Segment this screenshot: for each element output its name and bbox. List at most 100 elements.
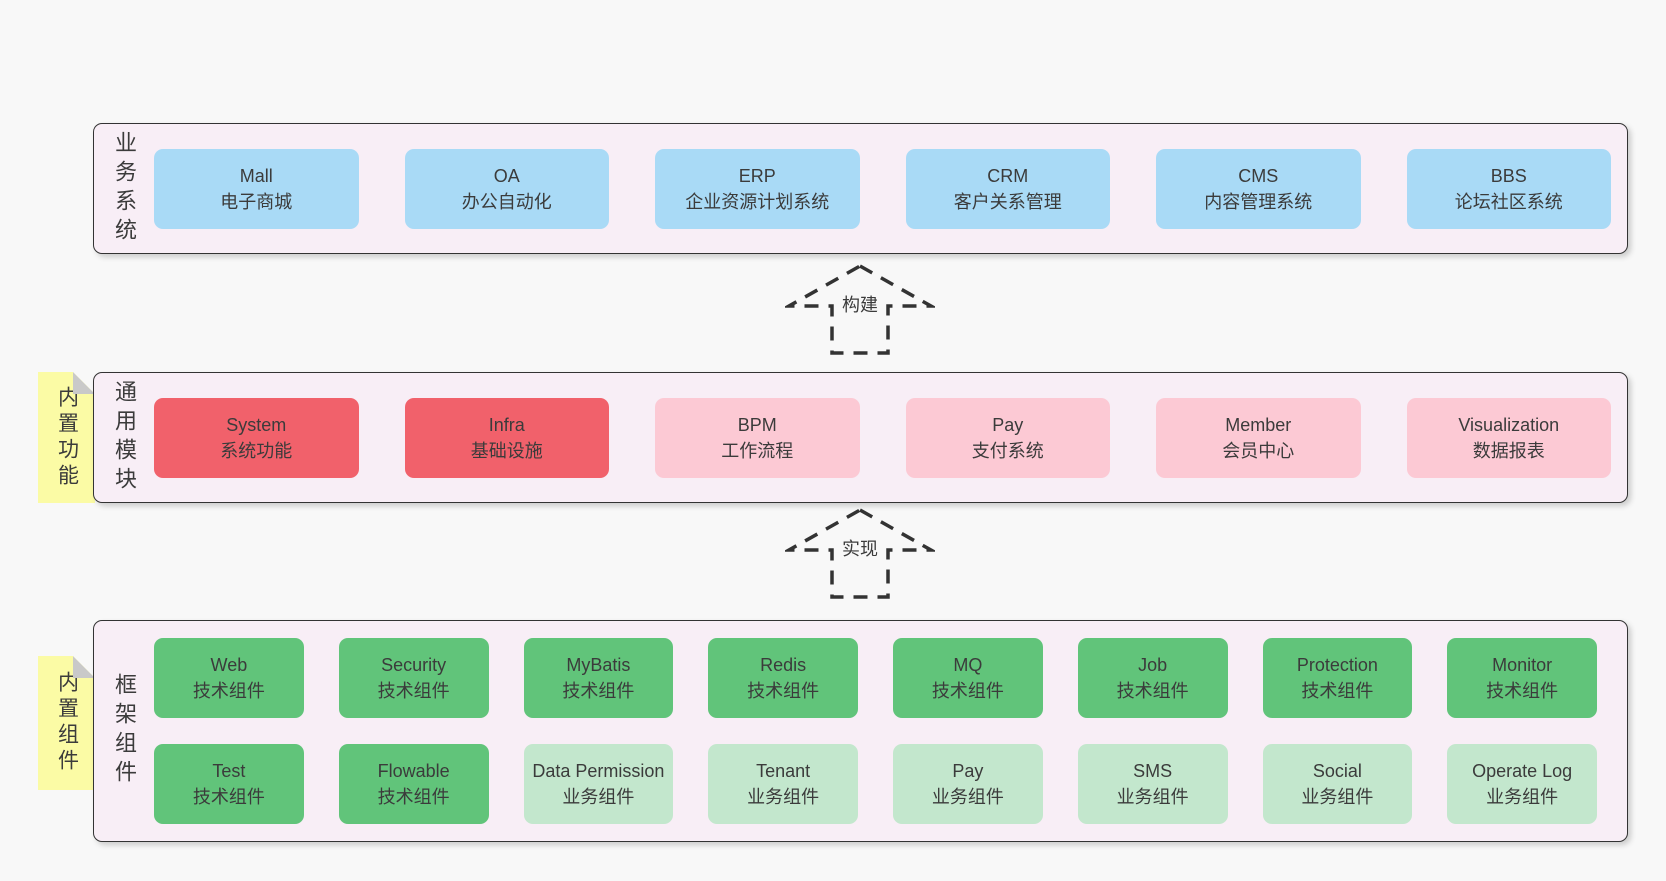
box-title: OA [493,165,520,186]
box-title: Flowable [377,761,450,781]
sticky-tab-label: 内置组件 [55,671,79,775]
box-desc: 业务组件 [1486,787,1559,807]
box-title: MQ [953,655,983,675]
box-protection: Protection 技术组件 [1262,638,1413,718]
box-infra: Infra 基础设施 [404,397,609,478]
box-desc: 技术组件 [377,681,450,701]
box-test: Test 技术组件 [154,744,304,824]
box-title: Operate Log [1472,761,1573,781]
box-pay: Pay 业务组件 [893,744,1043,824]
box-desc: 基础设施 [470,440,543,461]
box-monitor: Monitor 技术组件 [1447,638,1597,718]
box-desc: 技术组件 [562,681,635,701]
box-title: Member [1225,414,1292,435]
layer-side-label: 框架组件 [112,673,137,789]
box-desc: 论坛社区系统 [1454,191,1563,212]
box-desc: 内容管理系统 [1204,191,1313,212]
box-desc: 技术组件 [931,681,1004,701]
box-bbs: BBS 论坛社区系统 [1406,148,1611,229]
box-oa: OA 办公自动化 [404,148,609,229]
box-web: Web 技术组件 [154,638,304,718]
box-title: CRM [987,165,1029,186]
box-title: Protection [1296,655,1378,675]
box-visualization: Visualization 数据报表 [1406,397,1611,478]
box-desc: 技术组件 [1116,681,1189,701]
box-title: Visualization [1458,414,1560,435]
layer-side-label: 通用模块 [112,379,137,496]
folded-corner-icon [73,372,95,394]
box-sms: SMS 业务组件 [1077,744,1228,824]
box-desc: 客户关系管理 [953,191,1062,212]
box-desc: 办公自动化 [461,191,552,212]
box-desc: 业务组件 [747,787,820,807]
box-desc: 技术组件 [1486,681,1559,701]
box-member: Member 会员中心 [1156,397,1361,478]
box-operate-log: Operate Log 业务组件 [1447,744,1597,824]
box-crm: CRM 客户关系管理 [905,148,1110,229]
sticky-tab-built-in-components: 内置组件 [38,656,95,790]
box-title: Redis [760,655,807,675]
box-mall: Mall 电子商城 [154,148,359,229]
box-desc: 技术组件 [747,681,820,701]
box-title: Web [210,655,248,675]
box-title: Pay [952,761,984,781]
layer-side-label: 业务系统 [112,130,137,247]
box-title: Test [212,761,246,781]
box-bpm: BPM 工作流程 [655,397,860,478]
box-title: Pay [992,414,1024,435]
box-redis: Redis 技术组件 [708,638,858,718]
box-title: Mall [239,165,273,186]
box-flowable: Flowable 技术组件 [338,744,489,824]
box-desc: 业务组件 [1301,787,1374,807]
sticky-tab-built-in-features: 内置功能 [38,372,95,503]
layer-business-systems: 业务系统 Mall 电子商城 OA 办公自动化 ERP 企业资源计划系统 CRM 客户关系管理… [93,123,1628,254]
arrow-label: 构建 [839,289,881,318]
box-title: BPM [737,414,777,435]
box-tenant: Tenant 业务组件 [708,744,858,824]
box-title: MyBatis [566,655,631,675]
box-title: BBS [1490,165,1527,186]
box-title: CMS [1238,165,1279,186]
box-mybatis: MyBatis 技术组件 [523,638,674,718]
box-desc: 业务组件 [1116,787,1189,807]
box-title: Security [381,655,447,675]
box-desc: 电子商城 [220,191,293,212]
box-desc: 技术组件 [192,681,265,701]
box-desc: 企业资源计划系统 [685,191,830,212]
folded-corner-icon [73,656,95,678]
box-title: Social [1312,761,1362,781]
box-desc: 会员中心 [1222,440,1295,461]
box-social: Social 业务组件 [1262,744,1413,824]
box-title: Monitor [1492,655,1553,675]
dashed-up-arrow-icon [785,263,935,355]
box-desc: 数据报表 [1472,440,1545,461]
box-title: ERP [738,165,776,186]
box-cms: CMS 内容管理系统 [1156,148,1361,229]
box-title: Infra [488,414,525,435]
arrow-label: 实现 [839,533,881,562]
box-title: Data Permission [532,761,665,781]
implement-arrow: 实现 [785,506,935,601]
box-desc: 技术组件 [1301,681,1374,701]
box-data-permission: Data Permission 业务组件 [523,744,674,824]
box-desc: 技术组件 [377,787,450,807]
box-desc: 业务组件 [931,787,1004,807]
box-grid: Mall 电子商城 OA 办公自动化 ERP 企业资源计划系统 CRM 客户关系管理 CMS 内容… [154,124,1627,253]
box-desc: 业务组件 [562,787,635,807]
box-desc: 技术组件 [192,787,265,807]
box-title: System [226,414,287,435]
sticky-tab-label: 内置功能 [55,385,79,490]
box-desc: 工作流程 [721,440,794,461]
dashed-up-arrow-icon [785,507,935,599]
box-desc: 支付系统 [971,440,1044,461]
box-title: SMS [1133,761,1173,781]
box-security: Security 技术组件 [338,638,489,718]
box-title: Tenant [756,761,811,781]
box-erp: ERP 企业资源计划系统 [655,148,860,229]
